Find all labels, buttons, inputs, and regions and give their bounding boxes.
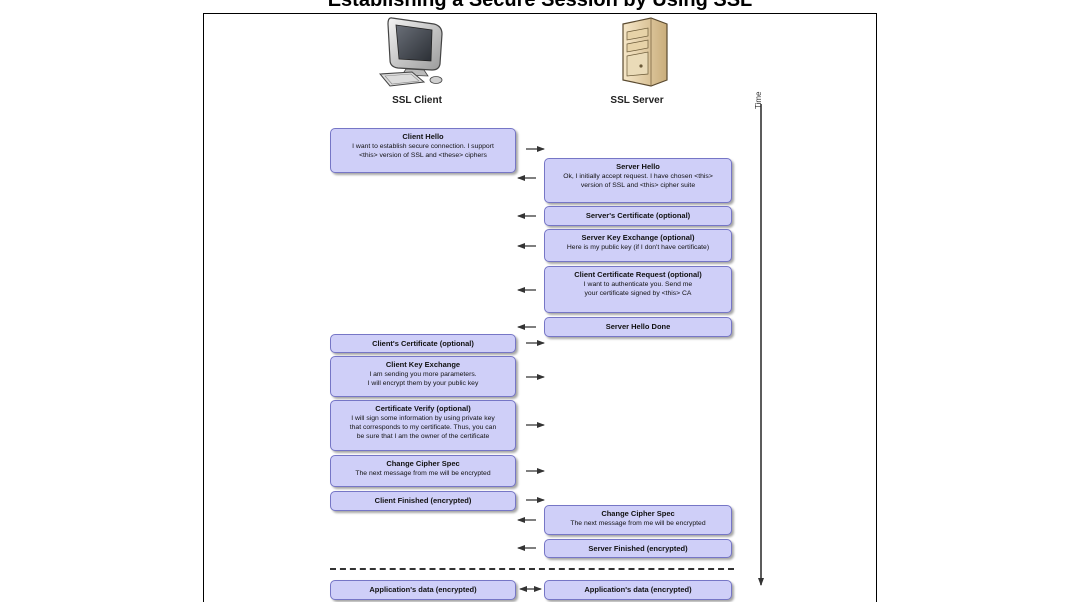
- message-body: I am sending you more parameters. I will…: [367, 371, 479, 387]
- message-title: Client Key Exchange: [385, 360, 461, 369]
- message-client-hello: Client Hello I want to establish secure …: [330, 128, 516, 173]
- message-server-certificate: Server's Certificate (optional): [544, 206, 732, 226]
- message-body: The next message from me will be encrypt…: [570, 520, 706, 527]
- server-label: SSL Server: [610, 95, 664, 106]
- message-client-certificate: Client's Certificate (optional): [330, 334, 516, 353]
- message-title: Server's Certificate (optional): [585, 211, 691, 220]
- message-title: Application's data (encrypted): [584, 585, 692, 594]
- message-certificate-verify: Certificate Verify (optional) I will sig…: [330, 400, 516, 451]
- message-title: Server Hello Done: [605, 322, 671, 331]
- client-computer-icon: [372, 14, 462, 89]
- client-label: SSL Client: [392, 95, 442, 106]
- message-title: Client Finished (encrypted): [374, 496, 472, 505]
- message-title: Server Key Exchange (optional): [581, 233, 695, 242]
- page-title: Establishing a Secure Session by Using S…: [327, 0, 753, 11]
- message-server-hello: Server Hello Ok, I initially accept requ…: [544, 158, 732, 203]
- message-title: Client Hello: [402, 132, 444, 141]
- message-title: Certificate Verify (optional): [375, 404, 471, 413]
- message-title: Application's data (encrypted): [369, 585, 477, 594]
- frame-right-border: [876, 13, 877, 602]
- message-body: Here is my public key (if I don't have c…: [566, 244, 710, 251]
- message-body: Ok, I initially accept request. I have c…: [563, 173, 713, 189]
- message-title: Client Certificate Request (optional): [574, 270, 702, 279]
- server-tower-icon: [615, 14, 675, 90]
- message-body: The next message from me will be encrypt…: [355, 470, 491, 477]
- message-server-change-cipher-spec: Change Cipher Spec The next message from…: [544, 505, 732, 535]
- message-body: I want to authenticate you. Send me your…: [583, 281, 693, 297]
- message-body: I will sign some information by using pr…: [349, 415, 497, 440]
- frame-top-border: [203, 13, 877, 14]
- message-title: Change Cipher Spec: [386, 459, 460, 468]
- message-client-certificate-request: Client Certificate Request (optional) I …: [544, 266, 732, 313]
- message-server-hello-done: Server Hello Done: [544, 317, 732, 337]
- message-client-finished: Client Finished (encrypted): [330, 491, 516, 511]
- message-client-change-cipher-spec: Change Cipher Spec The next message from…: [330, 455, 516, 487]
- message-server-application-data: Application's data (encrypted): [544, 580, 732, 600]
- message-title: Client's Certificate (optional): [372, 339, 474, 348]
- message-title: Server Hello: [616, 162, 660, 171]
- message-title: Server Finished (encrypted): [588, 544, 688, 553]
- message-title: Change Cipher Spec: [601, 509, 675, 518]
- session-divider: [330, 568, 734, 570]
- message-server-key-exchange: Server Key Exchange (optional) Here is m…: [544, 229, 732, 262]
- message-client-key-exchange: Client Key Exchange I am sending you mor…: [330, 356, 516, 397]
- message-body: I want to establish secure connection. I…: [352, 143, 494, 159]
- message-client-application-data: Application's data (encrypted): [330, 580, 516, 600]
- message-server-finished: Server Finished (encrypted): [544, 539, 732, 558]
- frame-left-border: [203, 13, 204, 602]
